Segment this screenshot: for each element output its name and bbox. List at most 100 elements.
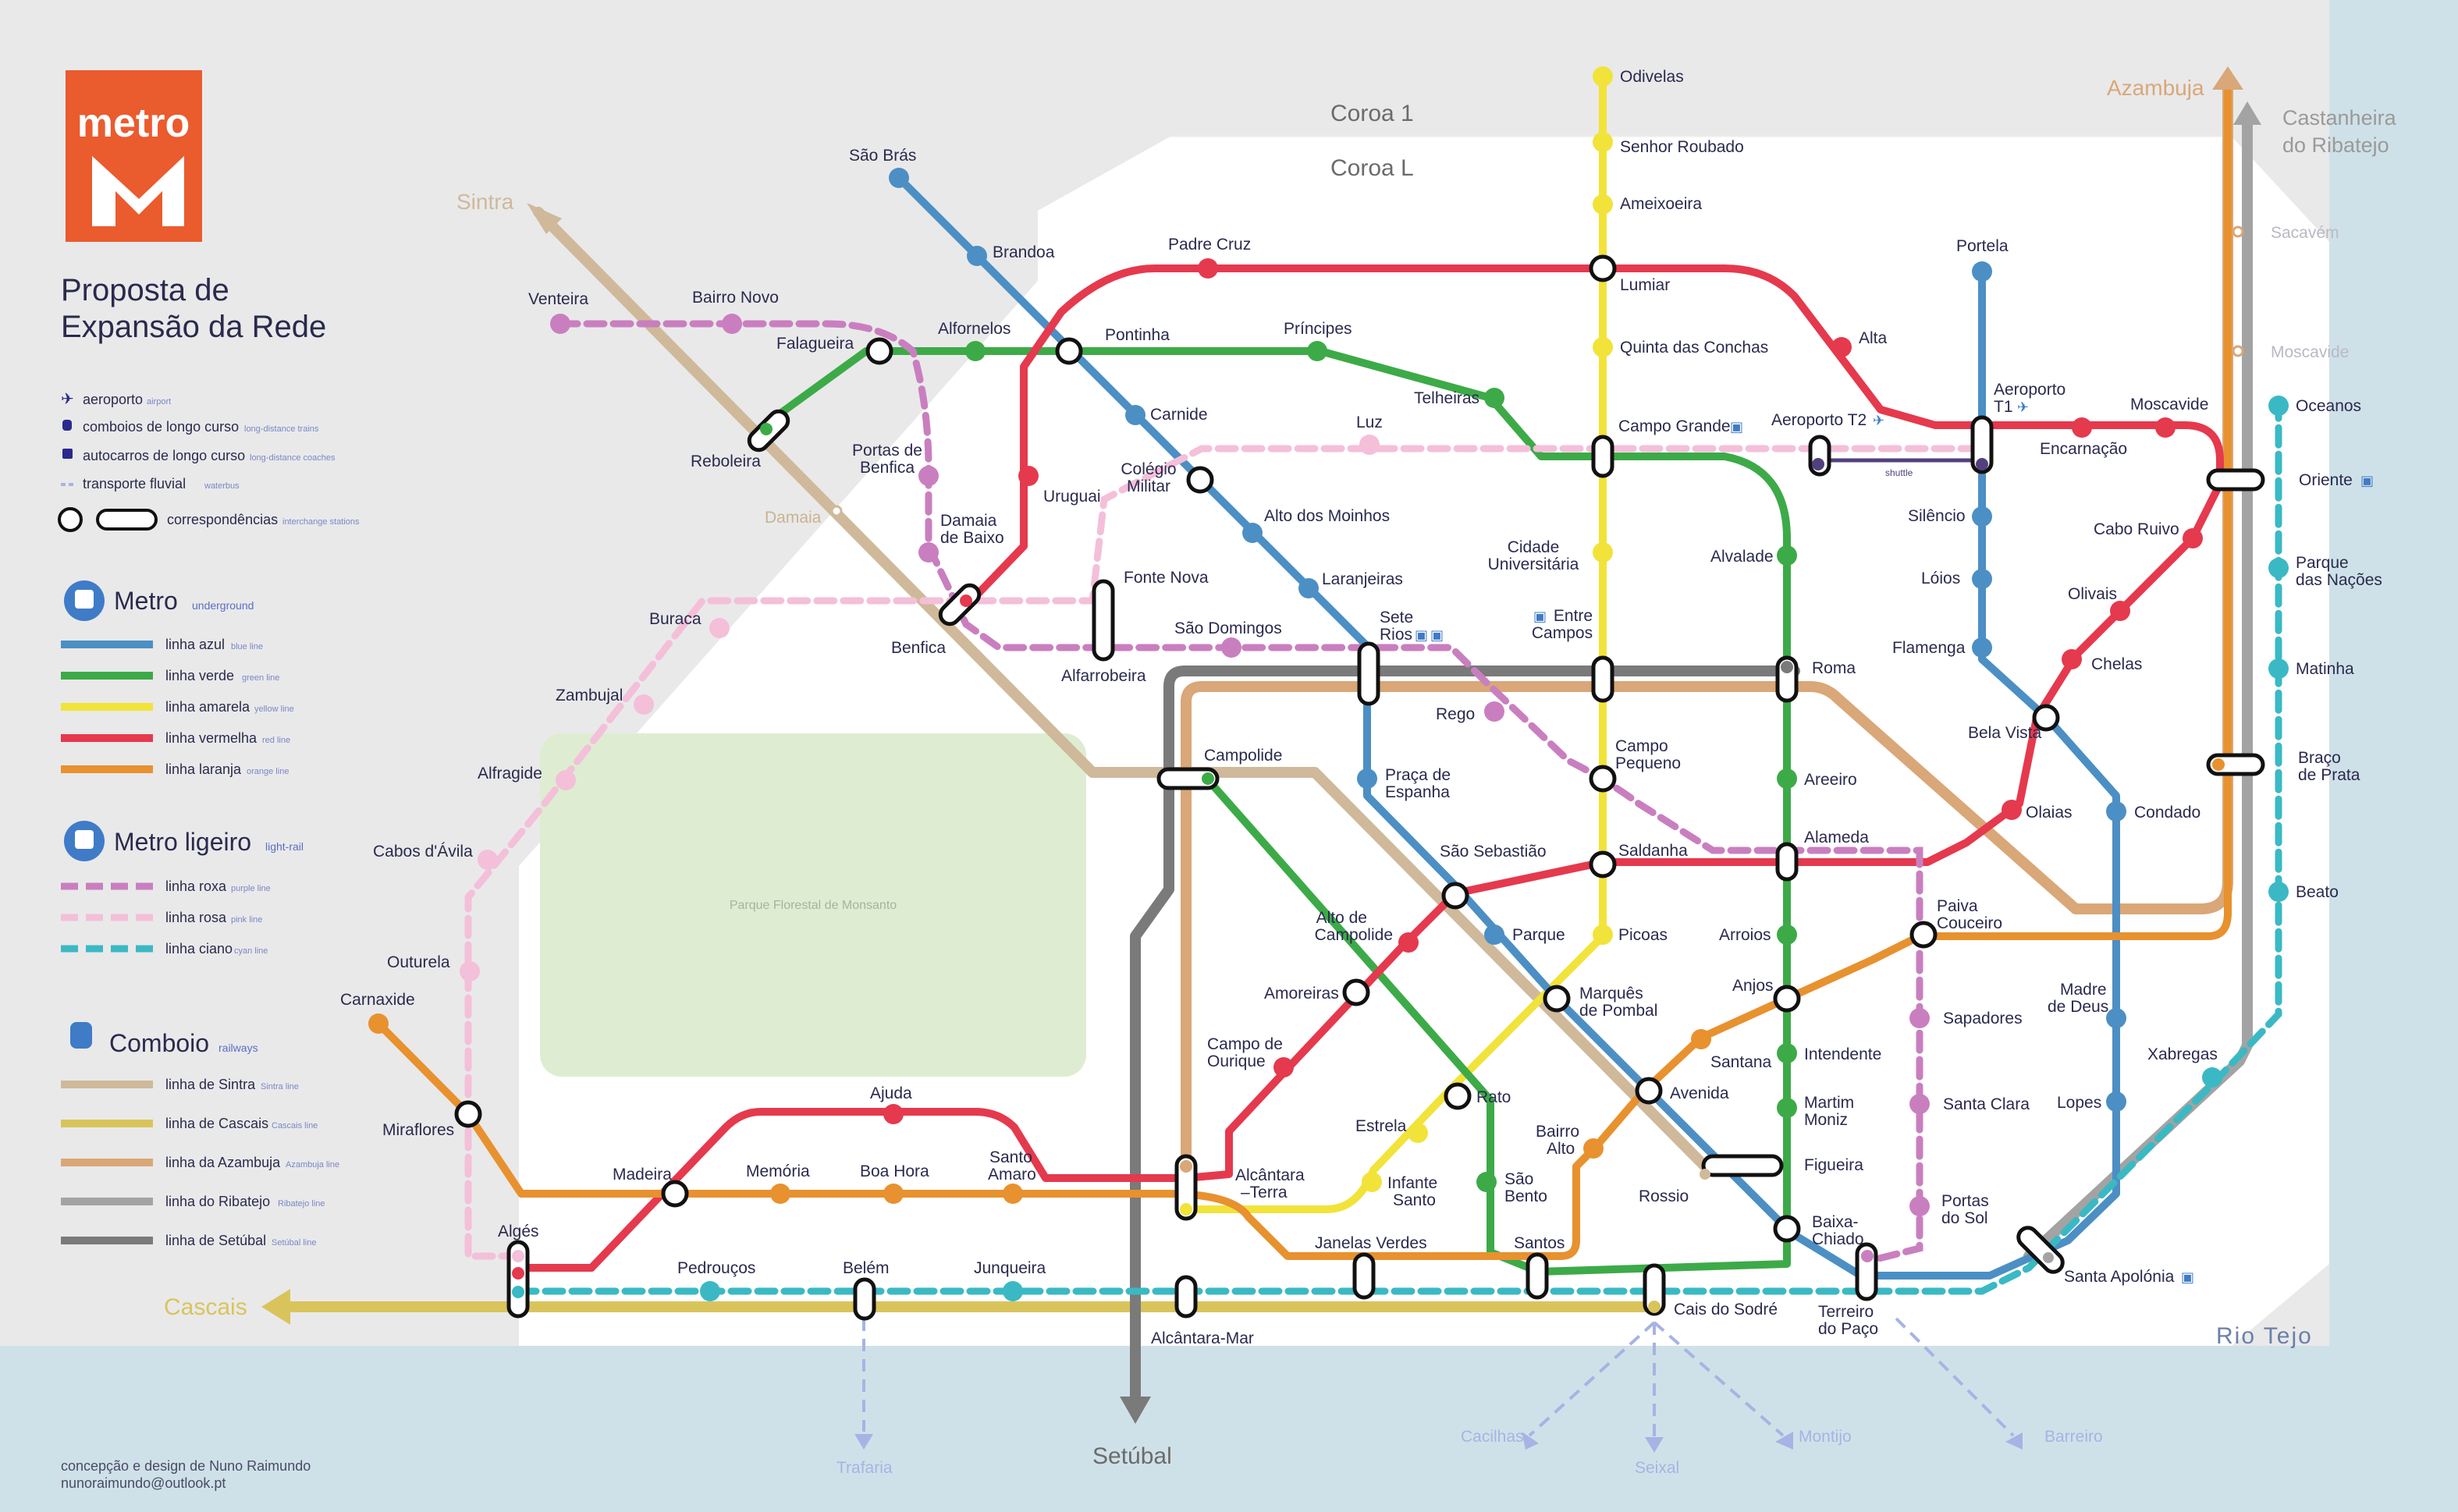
svg-text:Cacilhas: Cacilhas xyxy=(1461,1428,1524,1446)
svg-text:linha laranja: linha laranja xyxy=(165,761,242,777)
svg-text:Silêncio: Silêncio xyxy=(1908,507,1966,525)
svg-text:Barreiro: Barreiro xyxy=(2044,1428,2103,1446)
svg-text:Sete: Sete xyxy=(1380,609,1413,626)
svg-text:Ameixoeira: Ameixoeira xyxy=(1620,195,1702,213)
svg-text:Ourique: Ourique xyxy=(1207,1052,1266,1070)
svg-text:Cabo Ruivo: Cabo Ruivo xyxy=(2094,520,2179,538)
svg-text:Cidade: Cidade xyxy=(1508,538,1560,556)
cyan-line xyxy=(515,402,2282,1295)
svg-text:do Paço: do Paço xyxy=(1818,1320,1878,1338)
svg-text:Rios: Rios xyxy=(1380,626,1412,644)
legend-light-rail: Metro ligeiro light-rail linha roxa purp… xyxy=(61,821,304,957)
svg-text:Padre Cruz: Padre Cruz xyxy=(1168,236,1251,254)
svg-text:Rato: Rato xyxy=(1476,1088,1511,1106)
azambuja-arrow xyxy=(2212,66,2243,90)
svg-text:Alcântara-Mar: Alcântara-Mar xyxy=(1151,1329,1254,1347)
metro-lines xyxy=(375,73,2232,1280)
svg-text:Algés: Algés xyxy=(498,1223,539,1240)
svg-text:Praça de: Praça de xyxy=(1385,766,1451,784)
station-labels: Odivelas Senhor Roubado Ameixoeira Lumia… xyxy=(340,68,2382,1347)
svg-text:Universitária: Universitária xyxy=(1488,555,1579,573)
svg-text:Buraca: Buraca xyxy=(649,610,702,628)
svg-text:Figueira: Figueira xyxy=(1804,1156,1863,1174)
svg-text:Lumiar: Lumiar xyxy=(1620,276,1670,294)
svg-text:linha de Cascais: linha de Cascais xyxy=(165,1116,268,1131)
interchange-symbol xyxy=(58,507,83,532)
river-tejo xyxy=(0,1346,2458,1512)
svg-text:linha de Setúbal: linha de Setúbal xyxy=(165,1233,266,1248)
train-icon: ▣ xyxy=(2181,1269,2194,1285)
svg-text:Arroios: Arroios xyxy=(1719,926,1771,944)
svg-text:cyan line: cyan line xyxy=(234,946,268,956)
svg-text:Estrela: Estrela xyxy=(1355,1117,1407,1135)
svg-text:Alta: Alta xyxy=(1859,329,1888,347)
svg-text:Portela: Portela xyxy=(1956,237,2009,255)
destinations: Sintra Cascais Setúbal Azambuja Castanhe… xyxy=(164,76,2397,1469)
svg-text:autocarros de longo curso: autocarros de longo curso xyxy=(83,448,245,463)
light-rail-lines xyxy=(464,320,2282,1295)
svg-text:das Nações: das Nações xyxy=(2296,571,2382,589)
svg-text:Oriente: Oriente xyxy=(2299,471,2353,489)
svg-text:correspondências: correspondências xyxy=(167,512,278,527)
svg-text:Sapadores: Sapadores xyxy=(1943,1010,2023,1028)
svg-text:Intendente: Intendente xyxy=(1804,1045,1881,1063)
svg-text:São Domingos: São Domingos xyxy=(1174,619,1282,637)
svg-text:linha amarela: linha amarela xyxy=(165,699,250,715)
svg-text:Beato: Beato xyxy=(2296,883,2339,901)
orange-line xyxy=(375,82,2232,1260)
svg-text:Cascais line: Cascais line xyxy=(272,1121,318,1130)
bus-icon xyxy=(62,449,73,459)
svg-text:do Ribatejo: do Ribatejo xyxy=(2282,133,2389,157)
svg-text:Parque: Parque xyxy=(2296,554,2349,572)
svg-text:Santo: Santo xyxy=(989,1148,1032,1166)
svg-text:Bairro: Bairro xyxy=(1536,1123,1579,1141)
svg-text:aeroporto: aeroporto xyxy=(83,392,143,407)
svg-text:Uruguai: Uruguai xyxy=(1043,488,1101,506)
svg-text:Santa Clara: Santa Clara xyxy=(1943,1095,2030,1113)
monsanto-park xyxy=(540,733,1086,1077)
svg-text:Pontinha: Pontinha xyxy=(1105,326,1170,344)
svg-text:do Sol: do Sol xyxy=(1941,1209,1988,1227)
svg-text:–Terra: –Terra xyxy=(1241,1184,1288,1201)
svg-text:Castanheira: Castanheira xyxy=(2282,106,2397,130)
svg-text:Falagueira: Falagueira xyxy=(776,335,854,353)
purple-line xyxy=(556,320,1923,1264)
svg-text:Comboio: Comboio xyxy=(109,1029,209,1057)
svg-text:Alvalade: Alvalade xyxy=(1710,548,1774,566)
svg-text:Oceanos: Oceanos xyxy=(2296,397,2361,415)
svg-text:Rego: Rego xyxy=(1436,705,1475,723)
svg-text:Sacavém: Sacavém xyxy=(2271,224,2339,242)
svg-text:Alto: Alto xyxy=(1547,1140,1575,1158)
sintra-arrow xyxy=(527,203,562,234)
svg-text:Montijo: Montijo xyxy=(1799,1428,1852,1446)
svg-text:interchange stations: interchange stations xyxy=(282,517,360,527)
svg-text:Carnaxide: Carnaxide xyxy=(340,991,415,1009)
svg-text:Damaia: Damaia xyxy=(940,512,997,530)
svg-text:Carnide: Carnide xyxy=(1150,406,1208,424)
train-icon xyxy=(62,420,72,431)
svg-text:waterbus: waterbus xyxy=(204,481,240,491)
station-dots xyxy=(368,66,2289,1301)
svg-text:Metro ligeiro: Metro ligeiro xyxy=(114,828,251,856)
svg-text:Picoas: Picoas xyxy=(1618,926,1668,944)
svg-text:Setúbal line: Setúbal line xyxy=(272,1238,317,1248)
svg-text:Cabos d'Ávila: Cabos d'Ávila xyxy=(373,843,473,861)
svg-text:Flamenga: Flamenga xyxy=(1892,639,1966,657)
ferry-arrows xyxy=(854,1432,2023,1453)
svg-text:Boa Hora: Boa Hora xyxy=(860,1162,929,1180)
cascais-arrow xyxy=(261,1289,290,1325)
svg-text:Alto de: Alto de xyxy=(1316,909,1367,927)
svg-text:yellow line: yellow line xyxy=(254,705,294,714)
svg-text:Cascais: Cascais xyxy=(164,1294,247,1320)
svg-text:red line: red line xyxy=(262,736,290,745)
svg-text:Roma: Roma xyxy=(1812,659,1856,677)
svg-text:Portas de: Portas de xyxy=(852,442,922,460)
svg-text:Zambujal: Zambujal xyxy=(556,687,623,705)
svg-text:Fonte Nova: Fonte Nova xyxy=(1124,569,1209,587)
map-title-line-2: Expansão da Rede xyxy=(61,310,326,344)
svg-text:light-rail: light-rail xyxy=(265,840,304,853)
azambuja-line xyxy=(1181,76,2233,1211)
svg-text:T1: T1 xyxy=(1994,398,2013,416)
